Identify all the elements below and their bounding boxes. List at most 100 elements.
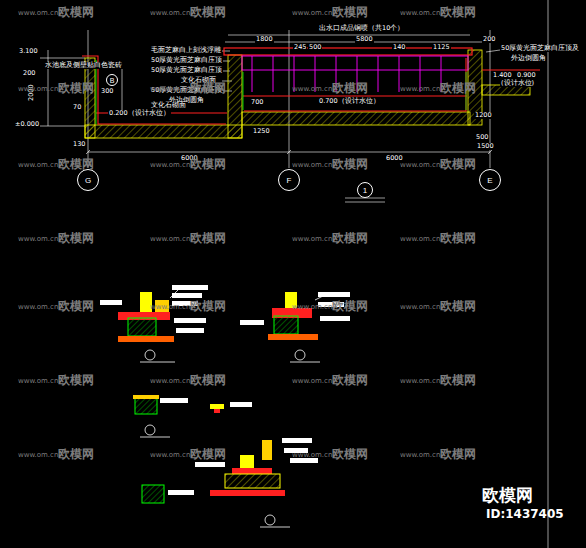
watermark: 欧模网 (190, 374, 226, 387)
watermark: 欧模网 (440, 374, 476, 387)
watermark: www.om.cn (150, 236, 190, 244)
dimension-text: 3.100 (18, 48, 39, 55)
axis-letter: 1 (363, 186, 367, 195)
watermark: www.om.cn (150, 304, 190, 312)
annotation-text: 出水口成品铜喷（共10个） (318, 25, 405, 32)
annotation-text: 0.200（设计水位） (108, 110, 171, 117)
watermark: 欧模网 (190, 158, 226, 171)
watermark: 欧模网 (58, 232, 94, 245)
watermark: www.om.cn (150, 378, 190, 386)
watermark: www.om.cn (150, 162, 190, 170)
spout-line (252, 56, 253, 92)
dimension-text: 500 (475, 134, 489, 141)
watermark: 欧模网 (58, 300, 94, 313)
axis-letter: G (85, 176, 91, 185)
dimension-text: 70 (72, 104, 82, 111)
annotation-text: 水池底及侧壁贴白色瓷砖 (44, 62, 123, 69)
watermark: www.om.cn (292, 236, 332, 244)
dimension-text: ±0.000 (14, 121, 40, 128)
watermark: www.om.cn (18, 378, 58, 386)
watermark: 欧模网 (190, 448, 226, 461)
watermark: www.om.cn (400, 10, 440, 18)
watermark: 欧模网 (190, 232, 226, 245)
annotation-text: 50厚黄光面芝麻白压顶 (150, 67, 223, 74)
watermark: 欧模网 (190, 82, 226, 95)
watermark: www.om.cn (400, 162, 440, 170)
dimension-text: 1250 (252, 128, 271, 135)
watermark: www.om.cn (292, 10, 332, 18)
watermark: www.om.cn (18, 10, 58, 18)
watermark: 欧模网 (190, 300, 226, 313)
watermark: 欧模网 (332, 158, 368, 171)
dimension-text: 300 (100, 88, 114, 95)
annotation-text: 毛面芝麻白上刻浅浮雕 (150, 47, 222, 54)
dimension-text: 130 (72, 141, 86, 148)
dimension-text: 5800 (355, 36, 374, 43)
watermark: www.om.cn (150, 10, 190, 18)
axis-letter: E (487, 176, 492, 185)
watermark: www.om.cn (18, 452, 58, 460)
dimension-text: 1500 (476, 143, 495, 150)
watermark: www.om.cn (400, 378, 440, 386)
watermark: www.om.cn (292, 452, 332, 460)
watermark: www.om.cn (18, 86, 58, 94)
axis-letter: F (287, 176, 292, 185)
dimension-text: 1.400 (492, 72, 513, 79)
spout-line (273, 56, 274, 92)
dimension-text: 500 (308, 44, 322, 51)
dimension-text: 1800 (255, 36, 274, 43)
watermark: 欧模网 (440, 448, 476, 461)
dimension-text: 200 (22, 70, 36, 77)
axis-letter: B (110, 77, 115, 84)
dimension-text: 1200 (474, 112, 493, 119)
watermark: www.om.cn (292, 162, 332, 170)
dimension-text: 200 (482, 36, 496, 43)
watermark: 欧模网 (332, 448, 368, 461)
grid-axis-bubble: F (278, 169, 300, 191)
watermark: 欧模网 (332, 82, 368, 95)
watermark: 欧模网 (440, 300, 476, 313)
watermark: www.om.cn (18, 236, 58, 244)
watermark: 欧模网 (58, 82, 94, 95)
watermark: 欧模网 (332, 232, 368, 245)
dimension-text: 1125 (432, 44, 451, 51)
dimension-text: 140 (392, 44, 406, 51)
watermark: 欧模网 (440, 232, 476, 245)
watermark: 欧模网 (332, 6, 368, 19)
annotation-text: 0.700（设计水位） (318, 98, 381, 105)
watermark: www.om.cn (292, 304, 332, 312)
brand-logo: 欧模网 (482, 486, 533, 505)
annotation-text: 外边倒圆角 (510, 55, 547, 62)
watermark: www.om.cn (150, 86, 190, 94)
watermark: www.om.cn (400, 304, 440, 312)
dimension-text: 700 (250, 99, 264, 106)
watermark: www.om.cn (18, 162, 58, 170)
spout-line (399, 56, 400, 92)
grid-axis-bubble: G (77, 169, 99, 191)
watermark: www.om.cn (400, 86, 440, 94)
watermark: 欧模网 (58, 158, 94, 171)
watermark: 欧模网 (440, 158, 476, 171)
watermark: 欧模网 (332, 374, 368, 387)
watermark: www.om.cn (400, 452, 440, 460)
watermark: 欧模网 (440, 6, 476, 19)
annotation-text: (设计水位) (500, 80, 535, 87)
watermark: 欧模网 (58, 448, 94, 461)
detail-marker: B (106, 74, 118, 86)
watermark: 欧模网 (190, 6, 226, 19)
watermark: www.om.cn (292, 378, 332, 386)
annotation-text: 50厚黄光面芝麻白压顶及 (500, 45, 580, 52)
watermark: www.om.cn (400, 236, 440, 244)
brand-logo: ID:1437405 (486, 508, 564, 521)
annotation-text: 文化石砌面 (150, 102, 187, 109)
watermark: 欧模网 (58, 6, 94, 19)
watermark: 欧模网 (332, 300, 368, 313)
grid-axis-bubble: E (479, 169, 501, 191)
watermark: 欧模网 (440, 82, 476, 95)
annotation-text: 50厚黄光面芝麻白压顶 (150, 57, 223, 64)
dimension-text: 245 (293, 44, 307, 51)
dimension-text: 0.900 (516, 72, 537, 79)
watermark: www.om.cn (292, 86, 332, 94)
section-marker: 1 (357, 182, 373, 198)
spout-line (378, 56, 379, 92)
